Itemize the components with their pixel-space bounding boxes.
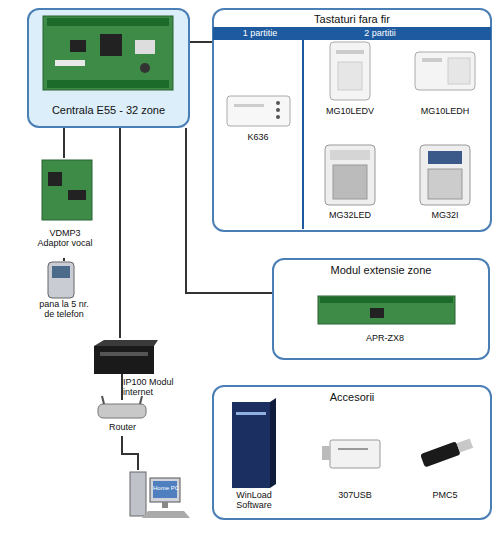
connector-line [121,374,123,400]
pc-screen [153,481,177,498]
node-title: Home PC [153,485,177,492]
node-title: VDMP3 Adaptor vocal [35,228,95,249]
node-title: Modul extensie zone [274,264,488,277]
device-label: MG10LEDV [315,106,385,116]
device-label: 307USB [320,490,390,500]
pcb-board [42,160,92,220]
chip [48,172,62,186]
pc-keyboard [142,511,190,518]
connector-line [63,258,65,261]
pc-stand [162,502,168,508]
device-label: WinLoad Software [224,490,284,511]
connector-line [122,436,138,470]
group-box: Modul extensie zone [272,258,490,360]
node-title: Router [95,422,150,432]
device-node: Home PC [128,470,190,522]
connector-line [190,41,212,43]
router-antenna [102,396,104,404]
module-box [94,346,154,374]
pc-tower [130,472,146,516]
device-label: APR-ZX8 [345,333,425,343]
router-drawing [98,404,146,418]
controller-box: Centrala E55 - 32 zone [27,8,190,128]
pc-monitor [150,478,180,502]
partition-label: 2 partitii [320,28,440,38]
device-label: K636 [228,132,288,142]
partition-label: 1 partitie [220,28,300,38]
node-title: IP100 Modul internet [123,377,187,398]
chip [68,190,86,200]
device-label: MG32I [410,210,480,220]
node-title: Tastaturi fara fir [214,13,490,26]
device-node: VDMP3 Adaptor vocal [34,158,96,258]
module-vent [100,352,148,356]
phone-screen [52,266,70,278]
connector-line [63,128,65,158]
module-top [94,340,158,346]
group-box: Tastaturi fara fir [212,8,492,232]
device-node: pana la 5 nr. de telefon [30,261,98,323]
device-label: MG10LEDH [410,106,480,116]
node-title: pana la 5 nr. de telefon [36,299,92,320]
node-title: Accesorii [214,391,490,404]
device-node: Router [95,400,150,436]
device-label: PMC5 [410,490,480,500]
device-node: IP100 Modul internet [88,338,188,374]
phone-drawing [48,262,74,298]
connector-line [119,128,121,338]
node-title: Centrala E55 - 32 zone [29,104,188,117]
device-label: MG32LED [315,210,385,220]
